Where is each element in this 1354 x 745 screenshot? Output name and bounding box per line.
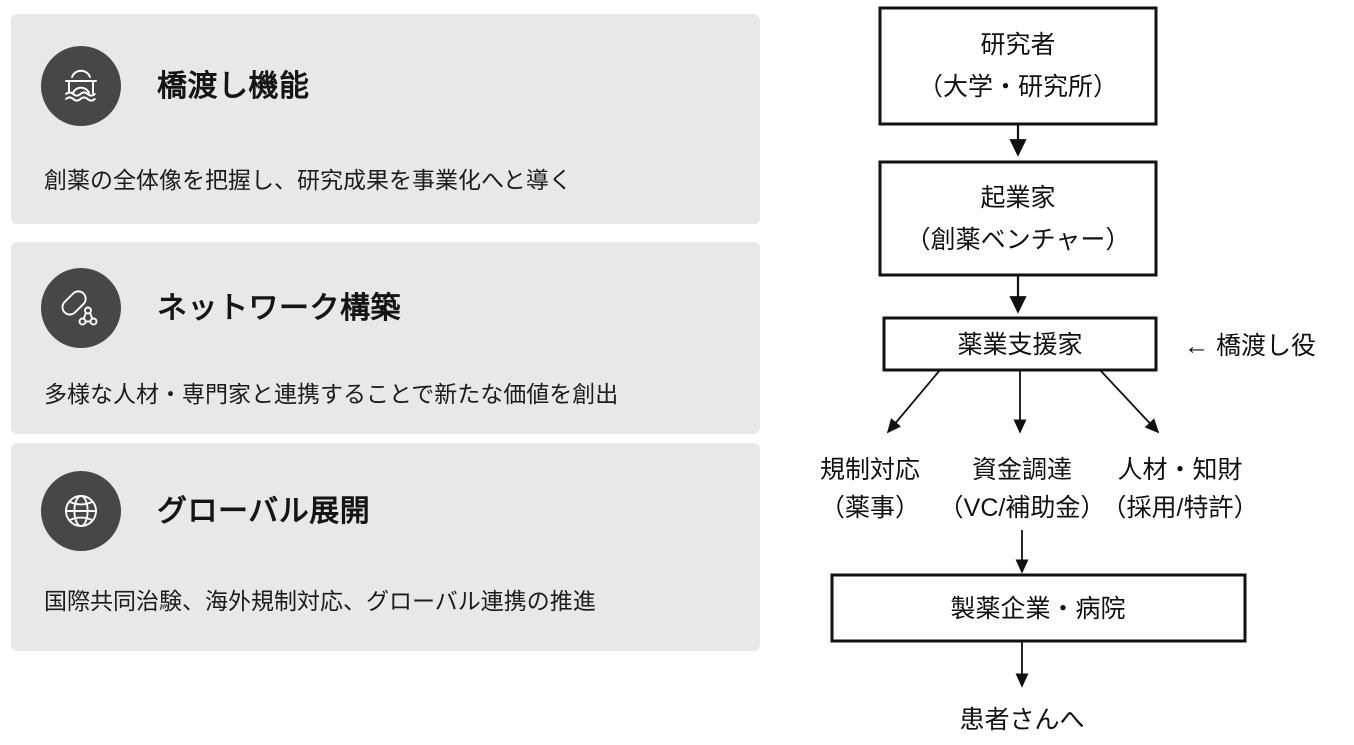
flow-branch-regulatory-line1: 規制対応: [820, 456, 920, 484]
flow-arrow-to-talent-ip: [1099, 369, 1160, 434]
flow-branch-funding-line2: （VC/補助金）: [939, 494, 1106, 522]
card-title: ネットワーク構築: [157, 291, 401, 325]
flow-branch-funding-line1: 資金調達: [972, 456, 1072, 484]
feature-card-list: 橋渡し機能 創薬の全体像を把握し、研究成果を事業化へと導く: [11, 14, 760, 651]
flow-branch-regulatory-line2: （薬事）: [820, 494, 920, 522]
network-icon: [41, 268, 121, 348]
card-title: 橋渡し機能: [157, 69, 310, 103]
flow-node-researcher-line1: 研究者: [980, 31, 1055, 59]
flow-node-pharma-label: 製薬企業・病院: [950, 595, 1125, 623]
card-description: 国際共同治験、海外規制対応、グローバル連携の推進: [44, 588, 596, 614]
flow-node-entrepreneur[interactable]: [878, 160, 1158, 277]
flow-arrow-to-regulatory: [886, 369, 941, 434]
flow-node-supporter[interactable]: [882, 316, 1158, 372]
flow-branch-talent-ip-line1: 人材・知財: [1117, 456, 1242, 484]
flow-node-entrepreneur-line2: （創薬ベンチャー）: [906, 226, 1131, 254]
bridge-icon: [41, 46, 121, 126]
card-header: 橋渡し機能: [11, 14, 760, 126]
globe-icon: [41, 471, 121, 551]
flow-node-researcher-line2: （大学・研究所）: [918, 73, 1118, 101]
feature-card-global[interactable]: グローバル展開 国際共同治験、海外規制対応、グローバル連携の推進: [11, 443, 760, 651]
flow-node-supporter-label: 薬業支援家: [957, 331, 1082, 359]
card-title: グローバル展開: [157, 494, 371, 528]
card-description: 多様な人材・専門家と連携することで新たな価値を創出: [44, 381, 619, 407]
flow-branch-talent-ip-line2: （採用/特許）: [1102, 494, 1259, 522]
flow-node-researcher[interactable]: [878, 6, 1158, 126]
card-header: ネットワーク構築: [11, 242, 760, 348]
flow-node-entrepreneur-line1: 起業家: [980, 184, 1055, 212]
flow-node-pharma[interactable]: [830, 573, 1247, 643]
card-header: グローバル展開: [11, 443, 760, 551]
feature-card-network[interactable]: ネットワーク構築 多様な人材・専門家と連携することで新たな価値を創出: [11, 242, 760, 434]
card-description: 創薬の全体像を把握し、研究成果を事業化へと導く: [44, 167, 572, 193]
flow-supporter-note: ← 橋渡し役: [1184, 332, 1316, 360]
feature-card-bridge[interactable]: 橋渡し機能 創薬の全体像を把握し、研究成果を事業化へと導く: [11, 14, 760, 224]
flow-node-patient-label: 患者さんへ: [959, 706, 1084, 734]
pipeline-flowchart: 研究者 （大学・研究所） 起業家 （創薬ベンチャー） 薬業支援家 ← 橋渡し役 …: [790, 0, 1354, 745]
